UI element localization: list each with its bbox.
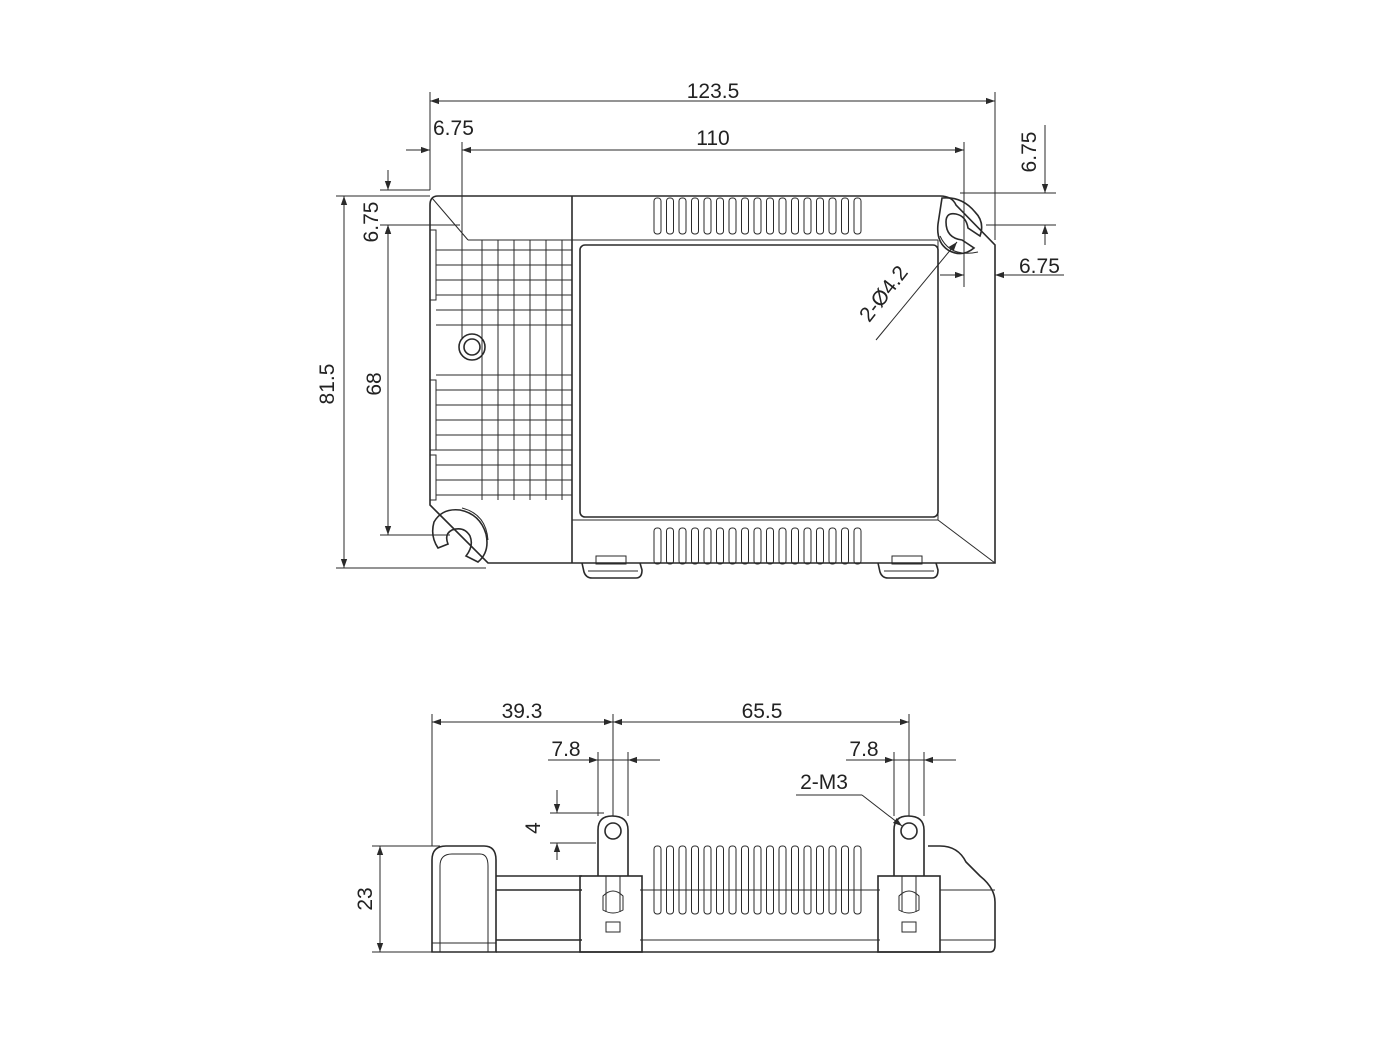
dim-clip-rise: 4 — [522, 822, 545, 834]
top-view: 123.5 110 6.75 6.75 81.5 68 6.75 — [316, 80, 1064, 579]
vent-slot — [791, 197, 799, 235]
vent-slot — [678, 197, 687, 235]
dim-clip-width-left: 7.8 — [551, 738, 580, 761]
thread-spec-label: 2-M3 — [800, 771, 848, 794]
vent-slot — [703, 527, 712, 565]
dim-overall-width: 81.5 — [316, 364, 339, 405]
vent-slot — [703, 845, 712, 915]
vent-slot — [678, 845, 687, 915]
dim-height: 23 — [354, 887, 377, 910]
dim-hole-offset-top: 6.75 — [1018, 132, 1041, 173]
terminal-ribs — [436, 240, 572, 500]
mount-clip-left — [579, 815, 643, 953]
vent-slot — [816, 845, 824, 915]
vent-slot — [828, 527, 837, 565]
vent-slot — [653, 845, 662, 915]
vent-slot — [853, 197, 862, 235]
vent-slot — [791, 845, 799, 915]
vent-slot — [741, 845, 749, 915]
vent-slot — [728, 197, 737, 235]
dim-overall-length: 123.5 — [687, 80, 740, 103]
vent-slot — [841, 845, 849, 915]
vent-slot — [841, 527, 849, 565]
vent-slot — [828, 197, 837, 235]
dim-clip-width-right: 7.8 — [849, 738, 878, 761]
dim-hole-vertical-spacing: 68 — [363, 372, 386, 395]
top-vent-slots — [653, 197, 862, 235]
dim-left-to-clip: 39.3 — [502, 700, 543, 723]
vent-slot — [753, 197, 762, 235]
top-view-outline — [429, 195, 996, 564]
vent-slot — [703, 197, 712, 235]
dim-hole-offset-side: 6.75 — [1019, 255, 1060, 278]
mount-clip-right — [877, 815, 941, 953]
dim-left-vertical-offset: 6.75 — [360, 202, 383, 243]
vent-slot — [728, 527, 737, 565]
vent-slot — [816, 527, 824, 565]
hole-spec-label: 2-Ø4.2 — [855, 262, 913, 327]
adjust-potentiometer — [458, 333, 486, 361]
vent-slot — [803, 527, 812, 565]
vent-slot — [753, 527, 762, 565]
dim-left-offset: 6.75 — [433, 117, 474, 140]
vent-slot — [691, 197, 699, 235]
vent-slot — [716, 527, 724, 565]
vent-slot — [778, 197, 787, 235]
side-vent-slots — [653, 845, 862, 915]
bottom-vent-slots — [653, 527, 862, 565]
vent-slot — [803, 197, 812, 235]
mount-foot-left — [581, 555, 643, 579]
mount-foot-right — [877, 555, 939, 579]
vent-slot — [791, 527, 799, 565]
vent-slot — [853, 527, 862, 565]
vent-slot — [853, 845, 862, 915]
vent-slot — [766, 845, 774, 915]
vent-slot — [766, 197, 774, 235]
vent-slot — [766, 527, 774, 565]
vent-slot — [653, 197, 662, 235]
vent-slot — [728, 845, 737, 915]
vent-slot — [841, 197, 849, 235]
side-terminal-block — [431, 845, 497, 953]
vent-slot — [666, 197, 674, 235]
vent-slot — [691, 845, 699, 915]
vent-slot — [716, 845, 724, 915]
side-view: 39.3 65.5 7.8 7.8 2-M3 4 23 — [354, 700, 996, 953]
vent-slot — [741, 527, 749, 565]
vent-slot — [716, 197, 724, 235]
mount-hole-bottom-left — [431, 507, 489, 563]
vent-slot — [778, 527, 787, 565]
vent-slot — [691, 527, 699, 565]
vent-slot — [666, 845, 674, 915]
vent-slot — [828, 845, 837, 915]
vent-slot — [741, 197, 749, 235]
vent-slot — [753, 845, 762, 915]
vent-slot — [778, 845, 787, 915]
vent-slot — [666, 527, 674, 565]
vent-slot — [816, 197, 824, 235]
vent-slot — [803, 845, 812, 915]
vent-slot — [653, 527, 662, 565]
side-body — [496, 845, 996, 953]
dim-hole-spacing: 110 — [696, 127, 729, 150]
mount-hole-top-right — [936, 196, 983, 255]
vent-slot — [678, 527, 687, 565]
dim-clip-spacing: 65.5 — [742, 700, 783, 723]
